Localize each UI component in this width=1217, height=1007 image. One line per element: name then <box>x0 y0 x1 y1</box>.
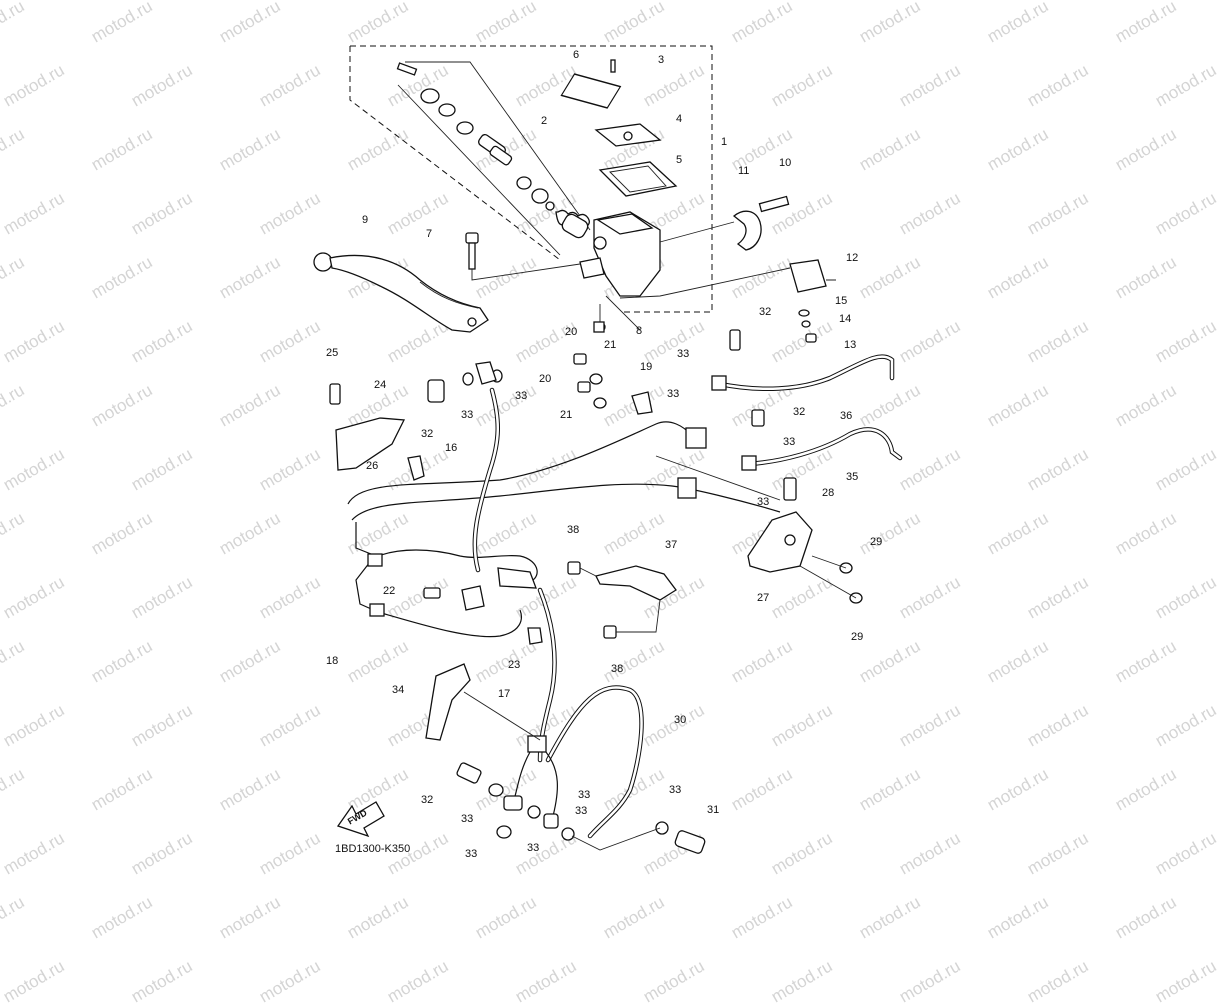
brake-pipes-upper <box>347 421 781 638</box>
callout-label: 33 <box>515 390 528 402</box>
callout-label: 28 <box>822 487 835 499</box>
callout-label: 33 <box>461 813 474 825</box>
callout-label: 38 <box>567 524 580 536</box>
watermark-text: motod.ru <box>0 956 68 1007</box>
brake-hose-16 <box>472 387 500 573</box>
callout-label: 35 <box>846 471 859 483</box>
callout-label: 14 <box>839 313 852 325</box>
callout-label: 15 <box>835 295 848 307</box>
callout-label: 33 <box>677 348 690 360</box>
brake-lever <box>313 252 489 333</box>
exploded-view-drawing <box>313 45 903 854</box>
callout-label: 33 <box>578 789 591 801</box>
callout-label: 33 <box>669 784 682 796</box>
watermark-text: motod.ru <box>384 956 452 1007</box>
callout-label: 4 <box>676 113 683 125</box>
callout-label: 3 <box>658 54 665 66</box>
callout-label: 33 <box>757 496 770 508</box>
callout-label: 36 <box>840 410 853 422</box>
watermark-text: motod.ru <box>640 956 708 1007</box>
callout-label: 32 <box>793 406 806 418</box>
callout-label: 1 <box>721 136 728 148</box>
hose-guide-34 <box>425 663 541 741</box>
callout-label: 27 <box>757 592 770 604</box>
callout-label: 8 <box>636 325 643 337</box>
callout-label: 5 <box>676 154 683 166</box>
callout-label: 33 <box>527 842 540 854</box>
callout-label: 10 <box>779 157 792 169</box>
callout-label: 37 <box>665 539 678 551</box>
watermark-text: motod.ru <box>512 956 580 1007</box>
callout-label: 26 <box>366 460 379 472</box>
callout-label: 22 <box>383 585 396 597</box>
handlebar-clamp <box>659 195 790 251</box>
callout-label: 23 <box>508 659 521 671</box>
callout-label: 32 <box>421 428 434 440</box>
callout-label: 16 <box>445 442 458 454</box>
callout-label: 21 <box>604 339 617 351</box>
callout-label: 7 <box>426 228 433 240</box>
callout-label: 17 <box>498 688 511 700</box>
callout-label: 21 <box>560 409 573 421</box>
callout-label: 33 <box>783 436 796 448</box>
watermark-text: motod.ru <box>896 956 964 1007</box>
callout-label: 11 <box>738 165 750 177</box>
joint-bracket <box>655 455 863 604</box>
watermark-text: motod.ru <box>1024 956 1092 1007</box>
diagram-code: 1BD1300-K350 <box>335 843 411 855</box>
reservoir-cap-parts <box>560 59 678 197</box>
callout-label: 2 <box>541 115 548 127</box>
callout-label: 6 <box>573 49 580 61</box>
callout-label: 38 <box>611 663 624 675</box>
callout-label: 12 <box>846 252 859 264</box>
watermark-text: motod.ru <box>256 956 324 1007</box>
lower-fittings <box>456 762 706 854</box>
callout-label: 33 <box>461 409 474 421</box>
callout-label: 30 <box>674 714 687 726</box>
callout-label: 29 <box>851 631 864 643</box>
callout-label: 31 <box>707 804 720 816</box>
callout-label: 13 <box>844 339 857 351</box>
upper-banjo-fittings <box>427 353 653 415</box>
callout-label: 18 <box>326 655 339 667</box>
left-bracket <box>329 383 425 481</box>
master-cylinder-internals <box>396 61 591 256</box>
callout-label: 20 <box>539 373 552 385</box>
lower-junction <box>423 567 543 645</box>
callout-label: 9 <box>362 214 369 226</box>
callout-label: 32 <box>421 794 434 806</box>
callout-label: 34 <box>392 684 405 696</box>
watermark-text: motod.ru <box>1152 956 1217 1007</box>
callout-label: 24 <box>374 379 387 391</box>
pivot-bolt <box>465 232 605 333</box>
callout-label: 19 <box>640 361 653 373</box>
callout-label: 33 <box>465 848 478 860</box>
watermark-text: motod.ru <box>768 956 836 1007</box>
watermark-text: motod.ru <box>128 956 196 1007</box>
fwd-arrow-icon <box>336 801 385 838</box>
callout-label: 20 <box>565 326 578 338</box>
master-cylinder-body <box>579 211 661 332</box>
brake-hoses-right <box>711 329 903 471</box>
assembly-group-outline <box>349 45 713 313</box>
callout-label: 32 <box>759 306 772 318</box>
bracket-37 <box>567 561 677 639</box>
callout-label: 29 <box>870 536 883 548</box>
brake-light-switch <box>619 259 836 343</box>
callout-label: 33 <box>667 388 680 400</box>
callout-label: 25 <box>326 347 339 359</box>
callout-label: 33 <box>575 805 588 817</box>
